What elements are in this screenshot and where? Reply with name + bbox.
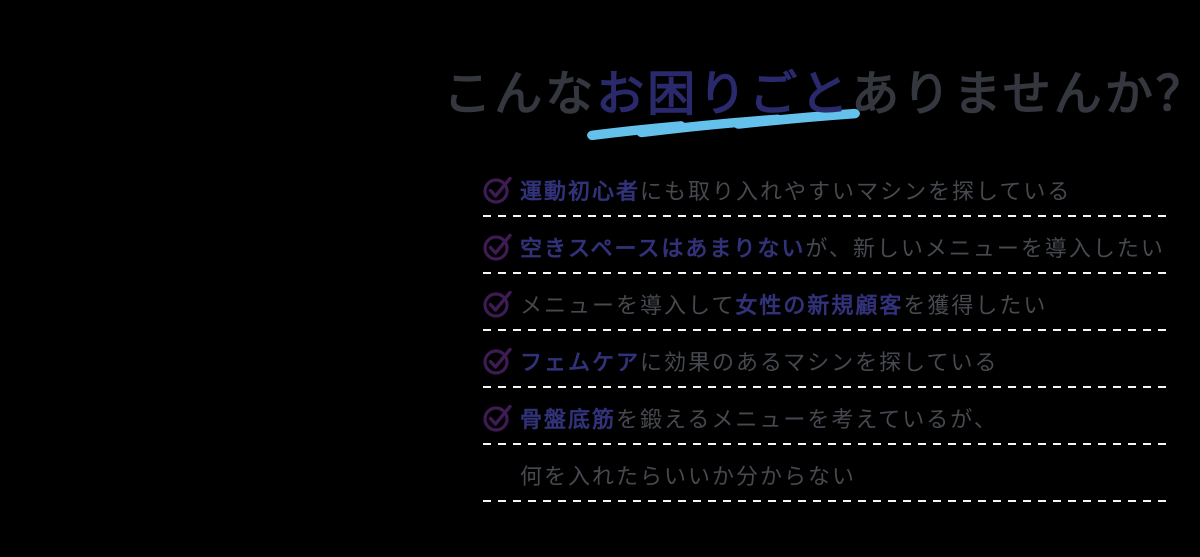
dashed-divider	[483, 386, 1169, 388]
heading-prefix: こんな	[443, 66, 597, 122]
list-item-continuation: 何を入れたらいいか分からない	[483, 457, 1169, 502]
list-item: メニューを導入して女性の新規顧客を獲得したい	[483, 286, 1169, 331]
dashed-divider	[483, 215, 1169, 217]
list-item: 空きスペースはあまりないが、新しいメニューを導入したい	[483, 229, 1169, 274]
check-circle-icon	[483, 403, 513, 433]
heading-highlight: お困りごと	[587, 64, 861, 141]
dashed-divider	[483, 329, 1169, 331]
list-item-row: フェムケアに効果のあるマシンを探している	[483, 343, 1169, 379]
dashed-divider	[483, 272, 1169, 274]
list-item-text: 空きスペースはあまりないが、新しいメニューを導入したい	[520, 236, 1165, 262]
list-item-row: メニューを導入して女性の新規顧客を獲得したい	[483, 286, 1169, 322]
list-item-text: メニューを導入して女性の新規顧客を獲得したい	[520, 293, 1048, 319]
list-item-text: フェムケアに効果のあるマシンを探している	[520, 350, 999, 376]
list-item-row: 骨盤底筋を鍛えるメニューを考えているが、	[483, 400, 1169, 436]
check-circle-icon	[483, 175, 513, 205]
pain-point-list: 運動初心者にも取り入れやすいマシンを探している 空きスペースはあまりないが、新し…	[483, 172, 1169, 514]
brush-underline-icon	[587, 108, 861, 141]
list-item-row: 何を入れたらいいか分からない	[483, 457, 1169, 493]
list-item-text: 何を入れたらいいか分からない	[520, 465, 857, 490]
heading-suffix: ありませんか？	[851, 66, 1200, 122]
list-item-row: 空きスペースはあまりないが、新しいメニューを導入したい	[483, 229, 1169, 265]
list-item-text: 運動初心者にも取り入れやすいマシンを探している	[520, 179, 1072, 205]
heading-highlight-text: お困りごと	[596, 66, 852, 122]
list-item: 運動初心者にも取り入れやすいマシンを探している	[483, 172, 1169, 217]
check-circle-icon	[483, 289, 513, 319]
list-item-row: 運動初心者にも取り入れやすいマシンを探している	[483, 172, 1169, 208]
page-title: こんな お困りごとありませんか？	[440, 64, 1200, 141]
dashed-divider	[483, 443, 1169, 445]
list-item: 骨盤底筋を鍛えるメニューを考えているが、	[483, 400, 1169, 445]
check-circle-icon	[483, 346, 513, 376]
list-item-text: 骨盤底筋を鍛えるメニューを考えているが、	[520, 407, 998, 433]
check-circle-icon	[483, 232, 513, 262]
list-item: フェムケアに効果のあるマシンを探している	[483, 343, 1169, 388]
dashed-divider	[483, 500, 1169, 502]
